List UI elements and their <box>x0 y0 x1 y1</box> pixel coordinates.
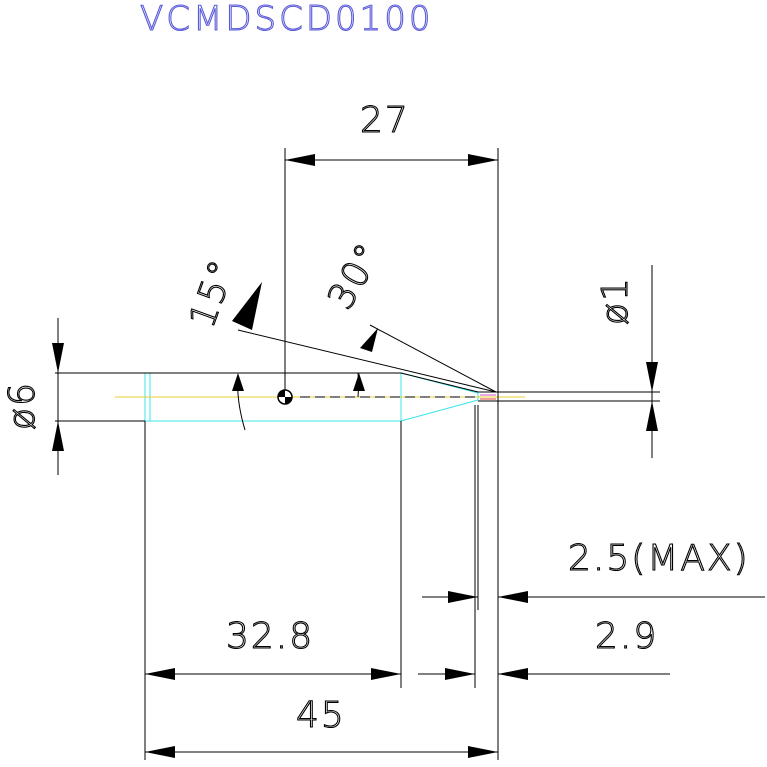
dim-dia-1 <box>646 265 658 458</box>
dim-45-label: 45 <box>296 695 346 736</box>
dim-dia-6 <box>52 318 64 475</box>
extension-lines <box>144 405 479 760</box>
dim-dia-1-label: ø1 <box>595 276 636 325</box>
dim-32-8 <box>145 668 401 680</box>
dim-27 <box>284 148 499 760</box>
angle-30-arrow-top <box>360 328 378 352</box>
dim-2-9-label: 2.9 <box>595 616 658 657</box>
center-mark <box>277 389 293 405</box>
angle-30-arrow-mid <box>353 373 365 391</box>
dim-27-label: 27 <box>360 100 410 141</box>
angle-30-line <box>369 324 497 393</box>
angle-15-line <box>237 329 497 393</box>
angle-15-arrow-mid <box>232 373 244 391</box>
angle-30-label: 30° <box>320 236 390 317</box>
dim-32-8-label: 32.8 <box>226 616 314 657</box>
dim-2-5-max-label: 2.5(MAX) <box>568 538 750 579</box>
dim-2-5-max <box>422 591 765 603</box>
part-number-title: VCMDSCD0100 <box>140 0 434 39</box>
profile-lines <box>55 372 660 422</box>
dim-dia-6-label: ø6 <box>2 381 43 430</box>
angle-15-arrow-top <box>232 282 262 330</box>
dim-2-9 <box>418 668 670 680</box>
dim-45 <box>145 746 498 758</box>
